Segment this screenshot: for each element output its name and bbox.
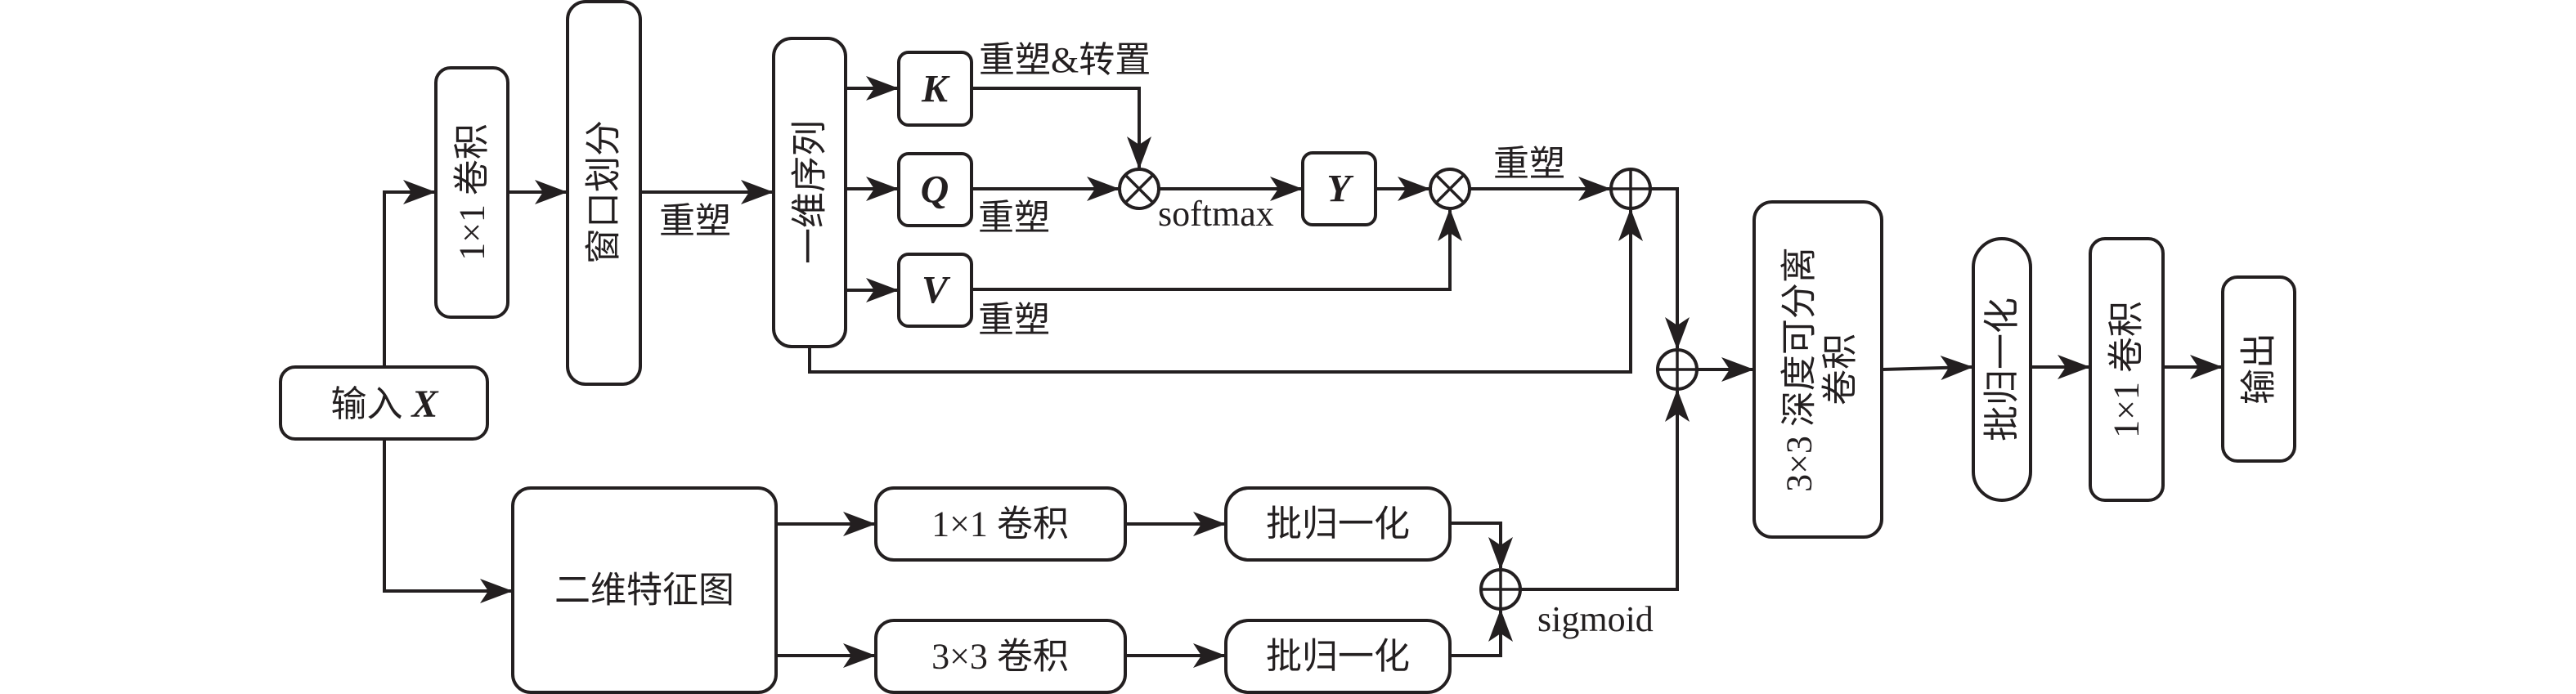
node-dwconv: 3×3 深度可分离 卷积 xyxy=(1752,200,1883,539)
edge-input-to-featuremap xyxy=(383,439,513,603)
connectors xyxy=(383,76,2223,668)
node-input: 输入 X xyxy=(279,365,489,441)
node-dwconv-label-line2: 卷积 xyxy=(1820,334,1860,405)
multiply-icon xyxy=(1118,168,1160,210)
node-dwconv-label-line1: 3×3 深度可分离 xyxy=(1779,247,1820,492)
edge-label-sigmoid: sigmoid xyxy=(1537,599,1654,639)
node-conv1x1-bottom: 1×1 卷积 xyxy=(874,486,1127,562)
edge-input-to-conv1x1-top xyxy=(383,180,436,367)
edge-add3-to-add2 xyxy=(1521,389,1690,591)
add-icon xyxy=(1479,568,1522,611)
node-bn-upper: 批归一化 xyxy=(1224,486,1452,562)
edge-v-to-mult2 xyxy=(972,208,1462,291)
node-q: Q xyxy=(897,152,973,227)
node-bn-lower-label: 批归一化 xyxy=(1266,637,1410,677)
edge-label-reshape-v: 重塑 xyxy=(978,300,1050,340)
node-y: Y xyxy=(1301,151,1377,226)
edge-label-reshape-q: 重塑 xyxy=(978,198,1050,238)
node-q-label: Q xyxy=(921,168,949,212)
node-k: K xyxy=(897,51,973,127)
edge-add1-to-add2 xyxy=(1651,187,1690,350)
node-bn-upper-label: 批归一化 xyxy=(1266,504,1410,544)
edge-label-reshape-transpose: 重塑&转置 xyxy=(979,40,1151,80)
edge-label-softmax: softmax xyxy=(1158,194,1274,234)
node-conv3x3-bottom-label: 3×3 卷积 xyxy=(931,637,1069,677)
node-conv3x3-bottom: 3×3 卷积 xyxy=(874,619,1127,694)
node-y-label: Y xyxy=(1326,168,1353,211)
node-bn-right: 批归一化 xyxy=(1972,237,2032,502)
edge-bn-upper-to-add3 xyxy=(1450,522,1513,570)
multiply-icon xyxy=(1429,168,1471,210)
node-conv1x1-top: 1×1 卷积 xyxy=(434,66,509,319)
node-window-partition: 窗口划分 xyxy=(566,0,642,386)
node-window-partition-label: 窗口划分 xyxy=(584,120,624,264)
node-feature-map-2d: 二维特征图 xyxy=(511,486,778,694)
node-input-label: 输入 X xyxy=(330,383,438,426)
edge-label-reshape-window: 重塑 xyxy=(659,201,731,241)
node-feature-map-2d-label: 二维特征图 xyxy=(554,571,734,611)
node-output: 输出 xyxy=(2221,275,2296,463)
edge-bn-lower-to-add3 xyxy=(1450,609,1513,657)
node-conv1x1-bottom-label: 1×1 卷积 xyxy=(931,504,1069,544)
edge-seq-skip-to-add1 xyxy=(808,208,1643,374)
node-conv1x1-right: 1×1 卷积 xyxy=(2089,237,2165,502)
edge-label-reshape-mult: 重塑 xyxy=(1493,144,1565,184)
node-k-label: K xyxy=(921,68,950,111)
edge-k-to-mult1 xyxy=(972,87,1151,169)
node-v-label: V xyxy=(922,269,951,312)
add-icon xyxy=(1656,348,1699,391)
node-seq-1d-label: 一维序列 xyxy=(790,120,830,264)
node-seq-1d: 一维序列 xyxy=(772,37,847,348)
node-conv1x1-top-label: 1×1 卷积 xyxy=(452,123,492,261)
node-conv1x1-right-label: 1×1 卷积 xyxy=(2107,301,2147,438)
node-bn-right-label: 批归一化 xyxy=(1982,298,2022,441)
node-output-label: 输出 xyxy=(2239,333,2279,405)
node-bn-lower: 批归一化 xyxy=(1224,619,1452,694)
node-v: V xyxy=(897,253,973,328)
edge-dwconv-to-bn xyxy=(1881,356,1973,381)
add-icon xyxy=(1609,168,1652,210)
